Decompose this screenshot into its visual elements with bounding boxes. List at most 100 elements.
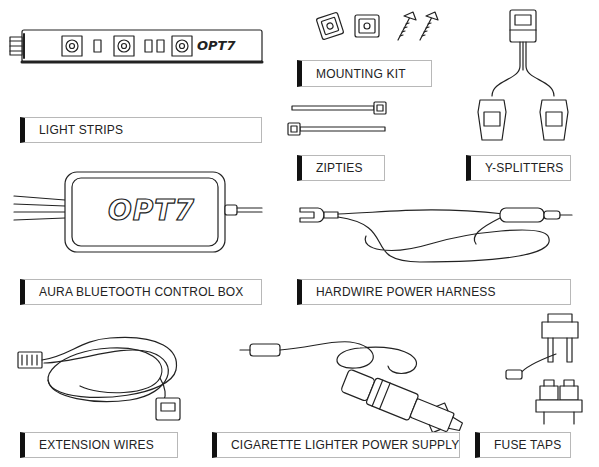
y-splitter	[546, 112, 562, 126]
mounting-clips	[364, 23, 370, 29]
mounting-screws	[398, 12, 438, 40]
light-strip	[10, 30, 262, 62]
zipties	[288, 102, 386, 135]
control-box	[72, 178, 218, 246]
part-name: CIGARETTE LIGHTER POWER SUPPLY	[231, 438, 459, 452]
lighter-plug	[250, 344, 280, 356]
fuse-taps	[544, 412, 574, 424]
power-harness	[338, 217, 549, 262]
control-box	[65, 172, 225, 252]
mounting-screws	[404, 12, 416, 20]
extension-wires	[156, 398, 180, 420]
light-strip	[114, 36, 134, 56]
power-harness	[500, 208, 544, 222]
y-splitter	[510, 29, 536, 30]
mounting-screws	[400, 23, 409, 36]
part-name: LIGHT STRIPS	[39, 123, 123, 137]
light-strip	[70, 44, 75, 49]
fuse-taps	[520, 354, 556, 374]
extension-wires	[18, 337, 180, 420]
light-strip	[180, 44, 185, 49]
light-strip	[176, 40, 188, 52]
extension-wires	[22, 355, 37, 365]
light-strip	[118, 40, 130, 52]
light-strip	[172, 36, 192, 56]
light-strip	[10, 45, 22, 46]
part-label-box: LIGHT STRIPS	[20, 117, 262, 143]
zipties	[300, 127, 385, 131]
control-box	[237, 208, 262, 212]
mounting-screws	[426, 12, 438, 20]
y-splitter	[540, 100, 568, 140]
fuse-taps	[542, 322, 578, 338]
lighter-plug	[437, 401, 450, 411]
light-strip	[157, 40, 164, 52]
lighter-plug	[448, 417, 463, 432]
light-strip	[22, 30, 262, 62]
power-harness	[300, 208, 572, 262]
light-strip	[122, 44, 127, 49]
mounting-clips	[316, 12, 344, 40]
extension-wires	[18, 352, 42, 368]
part-label-box: MOUNTING KIT	[297, 60, 432, 87]
light-strip	[22, 61, 262, 64]
light-strip	[145, 40, 152, 52]
mounting-clips	[316, 12, 344, 40]
zipties	[292, 106, 374, 110]
brand-logo: OPT7	[197, 39, 236, 52]
lighter-plug	[280, 342, 417, 374]
mounting-clips	[359, 19, 375, 33]
y-splitter	[522, 42, 523, 70]
mounting-screws	[422, 23, 431, 36]
light-strip	[23, 34, 25, 58]
zipties	[288, 123, 300, 135]
part-name: Y-SPLITTERS	[485, 161, 563, 175]
y-splitter	[510, 10, 536, 42]
control-box	[14, 196, 65, 220]
part-name: HARDWIRE POWER HARNESS	[316, 285, 496, 299]
fuse-taps	[540, 386, 558, 400]
extension-wires	[42, 337, 176, 397]
mounting-clips	[321, 17, 339, 35]
fuse-taps	[536, 400, 582, 412]
light-strip	[94, 40, 101, 52]
light-strip	[10, 50, 22, 51]
power-harness	[474, 218, 500, 244]
fuse-taps	[548, 338, 572, 362]
light-strip	[10, 37, 22, 55]
mounting-clips	[355, 15, 379, 37]
power-harness	[560, 214, 572, 215]
light-strip	[62, 36, 82, 56]
part-label-box: FUSE TAPS	[475, 432, 571, 458]
y-splitter	[492, 42, 520, 96]
part-label-box: ZIPTIES	[297, 155, 385, 181]
part-name: ZIPTIES	[316, 161, 363, 175]
fuse-taps	[506, 370, 522, 379]
zipties	[377, 105, 383, 111]
part-label-box: EXTENSION WIRES	[20, 432, 178, 458]
y-splitter	[478, 100, 506, 140]
control-box	[225, 205, 237, 215]
fuse-taps	[548, 314, 572, 322]
part-label-box: HARDWIRE POWER HARNESS	[297, 279, 571, 305]
y-splitter	[478, 10, 568, 140]
power-harness	[324, 212, 338, 218]
fuse-taps	[506, 314, 582, 424]
power-harness	[544, 211, 560, 219]
lighter-plug	[240, 349, 250, 350]
part-name: EXTENSION WIRES	[39, 438, 154, 452]
fuse-taps	[564, 380, 574, 386]
mounting-clips	[316, 12, 379, 40]
part-label-box: Y-SPLITTERS	[466, 155, 571, 181]
part-label-box: CIGARETTE LIGHTER POWER SUPPLY	[212, 432, 460, 458]
lighter-plug	[339, 365, 467, 441]
y-splitter	[526, 42, 554, 96]
part-name: MOUNTING KIT	[316, 67, 406, 81]
part-name: AURA BLUETOOTH CONTROL BOX	[39, 285, 244, 299]
y-splitter	[515, 15, 531, 25]
mounting-screws	[398, 17, 410, 40]
lighter-plug	[372, 380, 390, 409]
zipties	[291, 126, 297, 132]
mounting-screws	[420, 17, 432, 40]
lighter-plug	[410, 398, 455, 432]
